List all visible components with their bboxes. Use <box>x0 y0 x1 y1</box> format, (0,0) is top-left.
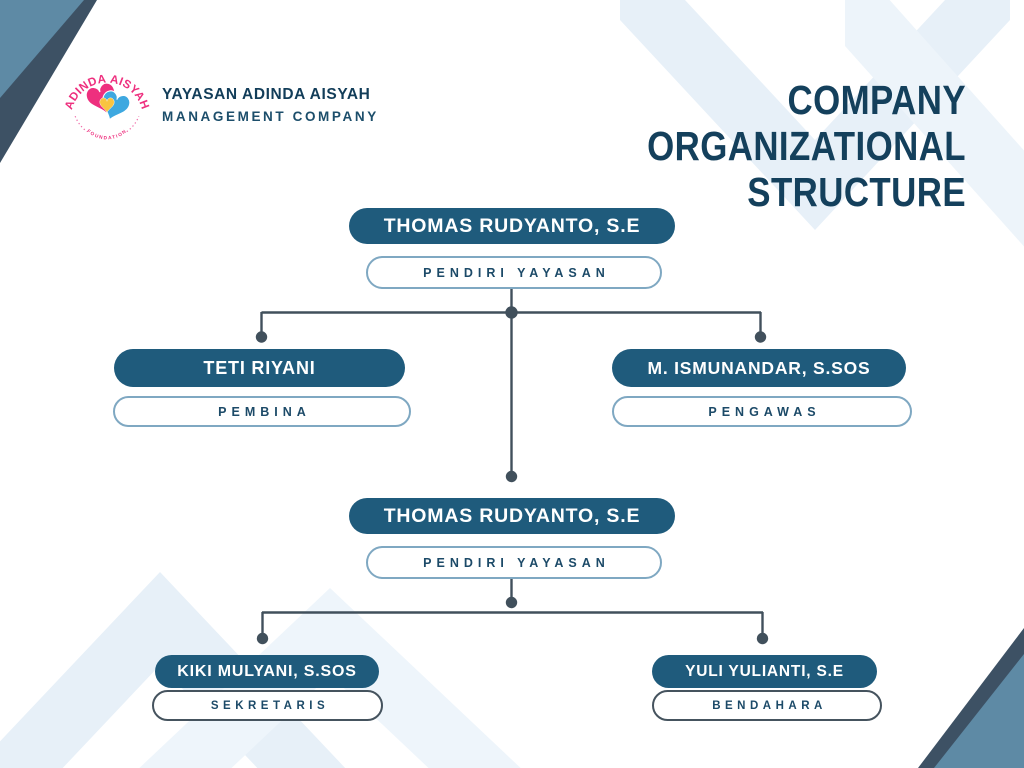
connector-dot <box>505 470 518 483</box>
org-node-role: PEMBINA <box>113 396 411 427</box>
org-node-name: THOMAS RUDYANTO, S.E <box>349 498 675 534</box>
connector-dot <box>505 596 518 609</box>
company-logo: ADINDA AISYAH FOUNDATION <box>64 72 150 141</box>
logo-dotted-arc <box>126 115 140 133</box>
org-node-name: YULI YULIANTI, S.E <box>652 655 877 688</box>
org-node-role: SEKRETARIS <box>152 690 383 721</box>
org-node-role: PENGAWAS <box>612 396 912 427</box>
org-node-name: M. ISMUNANDAR, S.SOS <box>612 349 906 387</box>
connector-dot <box>505 306 518 319</box>
org-node-name: TETI RIYANI <box>114 349 405 387</box>
org-node-role: PENDIRI YAYASAN <box>366 256 662 289</box>
org-node-name: KIKI MULYANI, S.SOS <box>155 655 379 688</box>
brand-subtitle: MANAGEMENT COMPANY <box>162 109 379 124</box>
logo-heart-yellow <box>99 97 115 114</box>
org-node-role: BENDAHARA <box>652 690 882 721</box>
logo-dotted-arc <box>74 115 88 133</box>
connector-dot <box>756 632 769 645</box>
page-title-line2: STRUCTURE <box>747 168 966 215</box>
brand-name: YAYASAN ADINDA AISYAH <box>162 86 371 103</box>
page-title: COMPANY ORGANIZATIONAL STRUCTURE <box>490 77 966 216</box>
connector-dot <box>256 632 269 645</box>
connector-dot <box>255 331 268 343</box>
connector-dot <box>754 331 767 343</box>
org-node-name: THOMAS RUDYANTO, S.E <box>349 208 675 244</box>
org-node-role: PENDIRI YAYASAN <box>366 546 662 579</box>
logo-bottom-text: FOUNDATION <box>86 128 129 141</box>
brand-block: ADINDA AISYAH FOUNDATION YAYASAN ADINDA … <box>64 62 379 148</box>
page-title-line1: COMPANY ORGANIZATIONAL <box>647 77 966 169</box>
